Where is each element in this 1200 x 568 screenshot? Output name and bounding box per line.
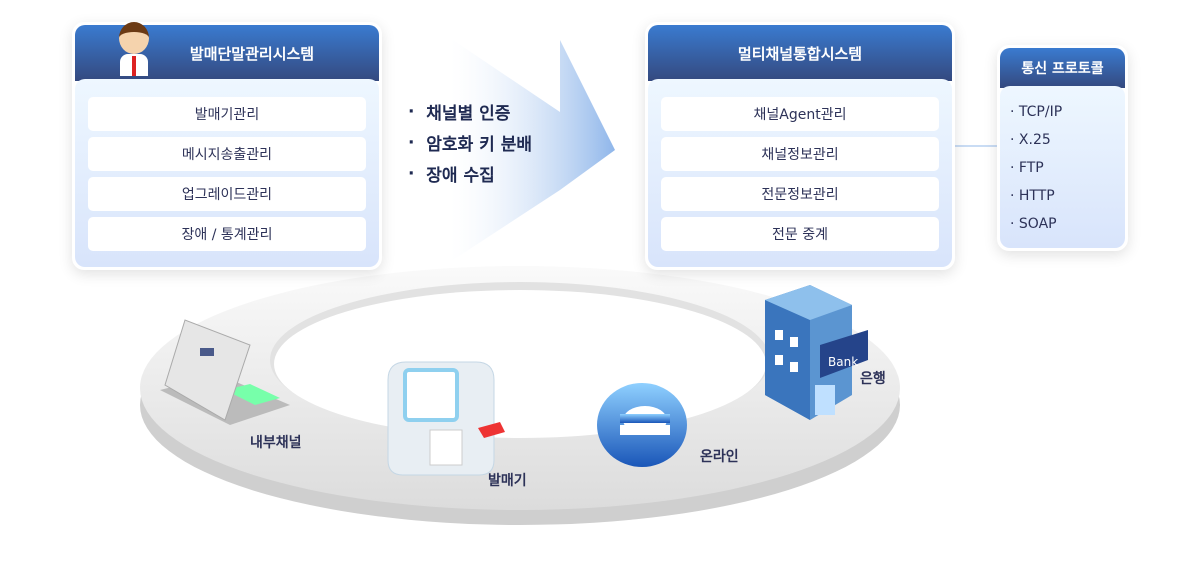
internet-explorer-icon — [597, 383, 687, 467]
channel-label-online: 온라인 — [700, 449, 739, 465]
channel-label-internal: 내부채널 — [250, 435, 302, 451]
left-item[interactable]: 장애 / 통계관리 — [88, 217, 366, 251]
protocol-panel: 통신 프로토콜 · TCP/IP · X.25 · FTP · HTTP · S… — [997, 45, 1128, 251]
channel-label-bank: 은행 — [860, 371, 886, 387]
protocol-item: · HTTP — [1010, 188, 1055, 204]
bank-building-icon: Bank — [765, 285, 868, 420]
left-item[interactable]: 메시지송출관리 — [88, 137, 366, 171]
left-system-panel: 발매단말관리시스템 발매기관리 메시지송출관리 업그레이드관리 장애 / 통계관… — [72, 22, 382, 270]
bank-sign: Bank — [828, 355, 858, 369]
right-item[interactable]: 전문정보관리 — [661, 177, 939, 211]
protocol-item: · FTP — [1010, 160, 1044, 176]
right-item[interactable]: 전문 중계 — [661, 217, 939, 251]
right-item[interactable]: 채널Agent관리 — [661, 97, 939, 131]
left-item[interactable]: 업그레이드관리 — [88, 177, 366, 211]
feature-item: · 암호화 키 분배 — [408, 132, 532, 156]
protocol-title: 통신 프로토콜 — [1000, 48, 1125, 88]
protocol-item: · X.25 — [1010, 132, 1051, 148]
protocol-item: · TCP/IP — [1010, 104, 1063, 120]
laptop-icon — [160, 319, 290, 425]
feature-item: · 채널별 인증 — [408, 101, 511, 125]
flow-arrow — [450, 38, 615, 262]
left-item[interactable]: 발매기관리 — [88, 97, 366, 131]
kiosk-icon — [387, 361, 505, 476]
person-avatar-icon — [114, 16, 154, 76]
right-system-panel: 멀티채널통합시스템 채널Agent관리 채널정보관리 전문정보관리 전문 중계 — [645, 22, 955, 270]
right-item[interactable]: 채널정보관리 — [661, 137, 939, 171]
feature-item: · 장애 수집 — [408, 163, 495, 187]
feature-list: · 채널별 인증 · 암호화 키 분배 · 장애 수집 — [408, 96, 532, 189]
channel-label-kiosk: 발매기 — [488, 473, 527, 489]
right-system-title: 멀티채널통합시스템 — [648, 25, 952, 81]
protocol-item: · SOAP — [1010, 216, 1057, 232]
